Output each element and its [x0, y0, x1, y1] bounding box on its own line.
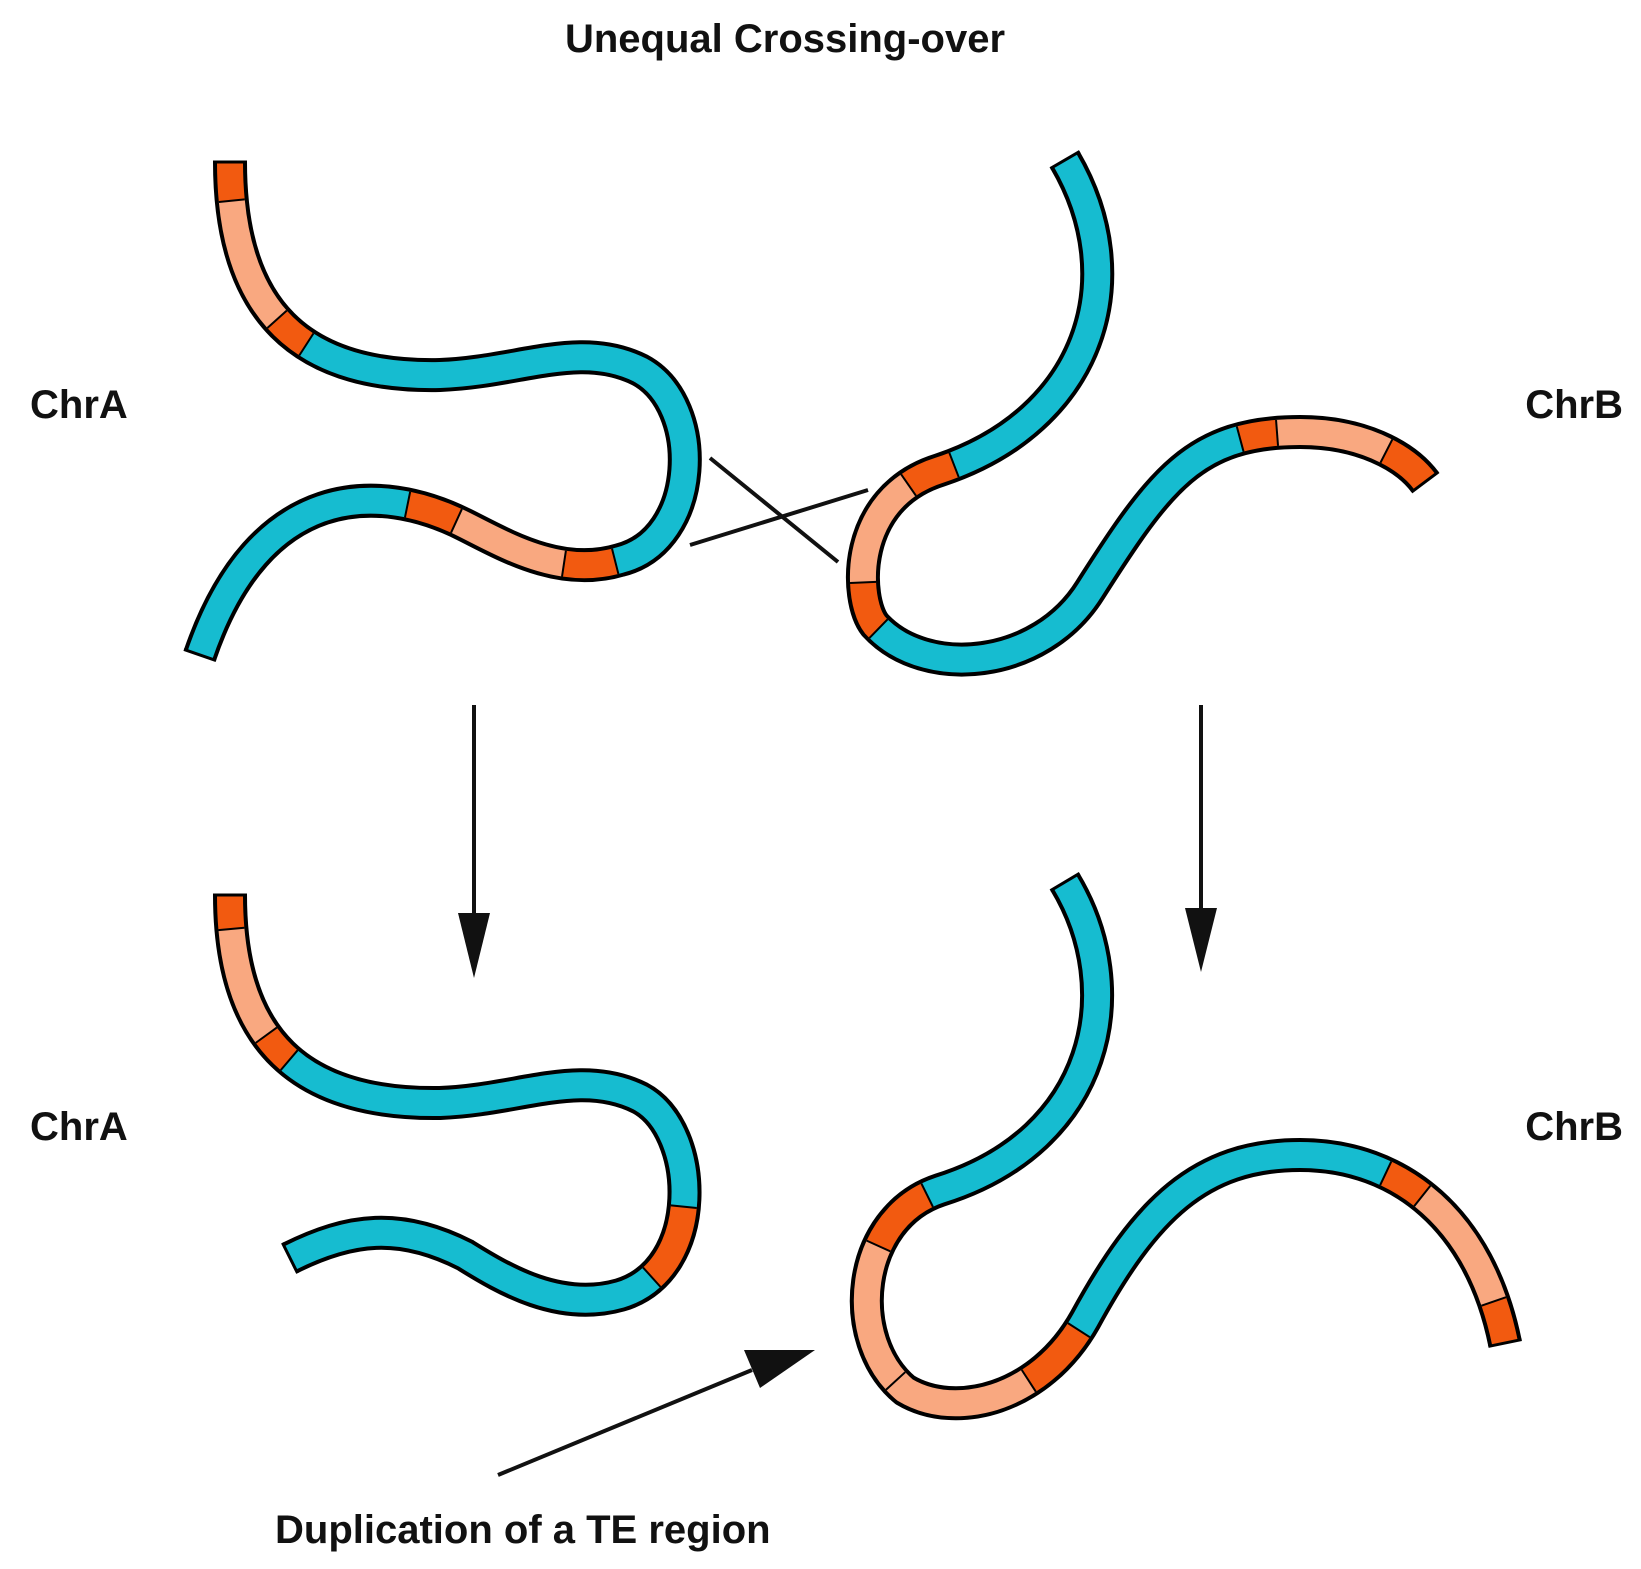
chromosome-segment	[850, 153, 1436, 673]
label-chrb-bottom: ChrB	[1525, 1105, 1623, 1149]
segment-divider	[450, 508, 463, 534]
segment-divider	[1275, 419, 1280, 446]
te-segment	[850, 153, 1436, 673]
segment-divider	[279, 1049, 299, 1071]
segment-divider	[948, 452, 960, 478]
te-segment	[853, 875, 1518, 1417]
chromosome-chra-top	[183, 160, 702, 662]
te-segment	[187, 161, 698, 660]
te-segment	[853, 875, 1518, 1417]
crossover-line-1	[708, 456, 840, 564]
te-segment	[187, 161, 698, 660]
segment-divider	[850, 580, 877, 585]
chromosome-end-cap	[1049, 871, 1081, 893]
label-chrb-top: ChrB	[1525, 383, 1623, 427]
segment-divider	[670, 1204, 697, 1209]
segment-divider	[900, 473, 917, 497]
annotation-arrow	[497, 1350, 815, 1477]
crossover-lines	[689, 456, 869, 564]
segment-divider	[1379, 1161, 1393, 1186]
crossover-line-2	[689, 488, 869, 547]
chromosome-segment	[853, 875, 1518, 1417]
segment-divider	[561, 550, 567, 577]
segment-divider	[866, 1239, 891, 1253]
annotation-label: Duplication of a TE region	[275, 1508, 771, 1552]
arrow-down-left-head	[458, 913, 490, 978]
arrow-down-right-head	[1185, 908, 1217, 972]
segment-divider	[611, 548, 620, 575]
annotation-arrow-head	[744, 1350, 815, 1388]
chromosome-outline	[849, 873, 1522, 1421]
te-segment	[850, 153, 1436, 673]
segment-divider	[298, 332, 315, 356]
chromosome-segment	[853, 875, 1518, 1417]
label-chra-top: ChrA	[30, 383, 128, 427]
te-segment	[850, 153, 1436, 673]
chromosome-end-cap	[1488, 1338, 1522, 1348]
diagram-title: Unequal Crossing-over	[565, 17, 1005, 61]
chromosome-outline	[846, 151, 1439, 677]
segment-divider	[1379, 439, 1394, 464]
segment-divider	[218, 198, 245, 203]
segment-divider	[218, 926, 245, 932]
segment-divider	[868, 618, 889, 639]
chromosome-end-cap	[281, 1242, 299, 1274]
te-segment	[187, 161, 698, 660]
te-segment	[850, 153, 1436, 673]
chromosome-outline	[183, 161, 702, 661]
chromosome-end-cap	[1410, 470, 1440, 494]
segment-divider	[1413, 1185, 1432, 1207]
segment-divider	[920, 1183, 934, 1208]
arrow-down-right	[1185, 705, 1217, 972]
te-segment	[187, 161, 698, 660]
te-segment	[187, 161, 698, 660]
segment-divider	[1020, 1369, 1037, 1393]
label-chra-bottom: ChrA	[30, 1105, 128, 1149]
chromosome-segment	[187, 161, 698, 660]
segment-divider	[885, 1371, 906, 1391]
segment-divider	[1067, 1322, 1091, 1338]
chromosome-chrb-bottom	[849, 871, 1522, 1421]
chromosome-segment	[217, 894, 698, 1313]
arrow-down-left	[458, 705, 490, 978]
te-segment	[853, 875, 1518, 1417]
chromosome-segment	[850, 153, 1436, 673]
te-segment	[853, 875, 1518, 1417]
te-segment	[853, 875, 1518, 1417]
chromosome-chra-bottom	[212, 893, 702, 1317]
segment-divider	[1481, 1296, 1507, 1307]
chromosome-end-cap	[183, 648, 217, 662]
te-segment	[850, 153, 1436, 673]
segment-divider	[255, 1026, 278, 1044]
te-segment	[853, 875, 1518, 1417]
chromosome-segment	[187, 161, 698, 660]
segment-divider	[266, 309, 288, 329]
chromosome-segment	[217, 894, 698, 1313]
segment-divider	[642, 1266, 662, 1288]
te-segment	[853, 875, 1518, 1417]
te-segment	[187, 161, 698, 660]
chromosome-end-cap	[1049, 150, 1081, 170]
te-segment	[850, 153, 1436, 673]
segment-divider	[404, 491, 412, 518]
chromosome-chrb-top	[846, 150, 1440, 677]
segment-divider	[1235, 426, 1245, 452]
